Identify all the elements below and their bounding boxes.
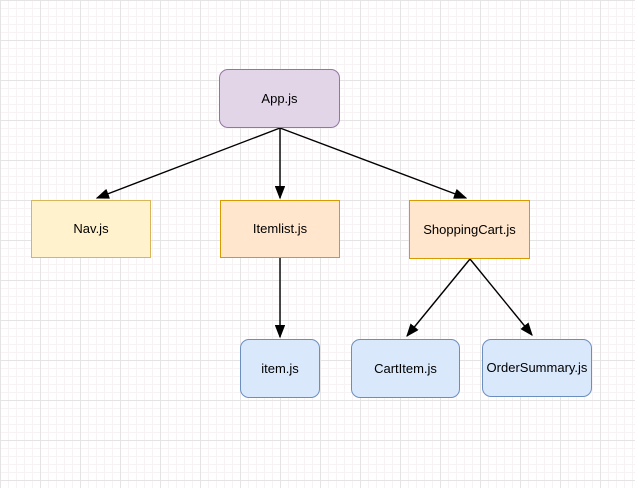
node-label: App.js [261,90,298,106]
edge-shoppingcart-to-cartitem[interactable] [407,258,471,336]
edge-shoppingcart-to-ordersummary[interactable] [469,258,532,335]
node-cartitem[interactable]: CartItem.js [351,339,460,398]
node-label: item.js [261,360,299,376]
node-item[interactable]: item.js [240,339,320,398]
edge-app-to-nav[interactable] [97,127,281,199]
node-app[interactable]: App.js [219,69,340,128]
edge-app-to-shoppingcart[interactable] [279,127,466,198]
node-label: Itemlist.js [252,221,308,237]
node-itemlist[interactable]: Itemlist.js [220,200,340,258]
node-ordersummary[interactable]: OrderSummary.js [482,339,592,397]
node-label: ShoppingCart.js [423,221,516,237]
node-label: Nav.js [73,221,109,237]
node-nav[interactable]: Nav.js [31,200,151,258]
node-shoppingcart[interactable]: ShoppingCart.js [409,200,530,259]
node-label: CartItem.js [374,360,437,376]
node-label: OrderSummary.js [486,360,588,376]
